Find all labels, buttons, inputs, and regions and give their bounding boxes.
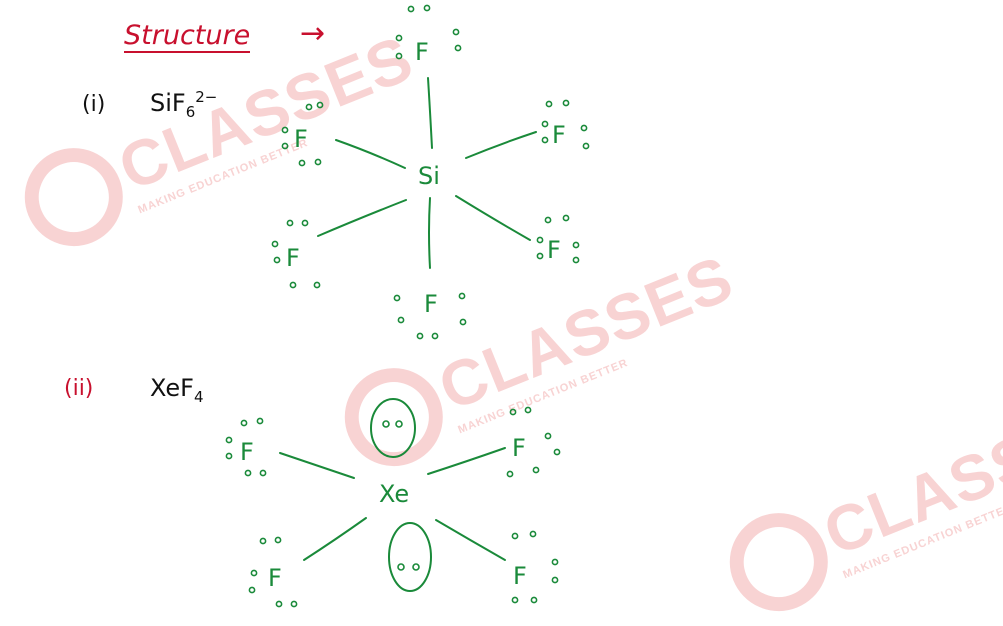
- xef4-f-lower-left: F: [268, 564, 282, 592]
- item2-formula: XeF4: [150, 374, 203, 406]
- item1-formula-base: SiF: [150, 89, 186, 117]
- heading-text: Structure: [124, 20, 251, 53]
- item1-formula: SiF62−: [150, 88, 217, 121]
- bond-si-f-lower-left: [317, 199, 407, 237]
- lone-pairs-xef4: [225, 406, 561, 608]
- bond-xe-f-lower-left: [303, 517, 367, 561]
- sif6-f-lower-left: F: [286, 244, 300, 272]
- item1-formula-charge: 2−: [195, 88, 218, 106]
- xef4-f-lower-right: F: [513, 562, 527, 590]
- bond-xe-f-upper-right: [427, 447, 506, 475]
- bond-xe-f-lower-right: [435, 519, 506, 561]
- item1-formula-subscript: 6: [185, 102, 196, 121]
- sif6-f-bottom: F: [424, 290, 438, 318]
- sif6-f-top: F: [415, 38, 429, 66]
- heading-arrow: →: [300, 16, 326, 51]
- bond-si-f-upper-right: [465, 131, 537, 159]
- bond-si-f-top: [427, 77, 433, 149]
- sif6-f-upper-left: F: [294, 125, 308, 153]
- sif6-f-upper-right: F: [552, 121, 566, 149]
- item1-number: (i): [82, 92, 106, 117]
- item2-formula-subscript: 4: [193, 387, 204, 406]
- xef4-f-upper-right: F: [512, 434, 526, 462]
- lone-pair-lobe-top: [370, 398, 416, 458]
- heading: Structure: [124, 20, 251, 53]
- sif6-center-atom: Si: [418, 162, 440, 190]
- lone-pairs-sif6: [271, 4, 590, 340]
- bond-si-f-upper-left: [335, 139, 406, 169]
- item2-formula-base: XeF: [150, 374, 194, 402]
- xef4-f-upper-left: F: [240, 438, 254, 466]
- xef4-center-atom: Xe: [379, 480, 409, 508]
- bond-si-f-lower-right: [455, 195, 531, 241]
- lone-pair-lobe-bottom: [388, 522, 432, 592]
- bond-xe-f-upper-left: [279, 452, 355, 479]
- bond-si-f-bottom: [428, 197, 431, 269]
- sif6-f-lower-right: F: [547, 236, 561, 264]
- item2-number: (ii): [64, 376, 94, 401]
